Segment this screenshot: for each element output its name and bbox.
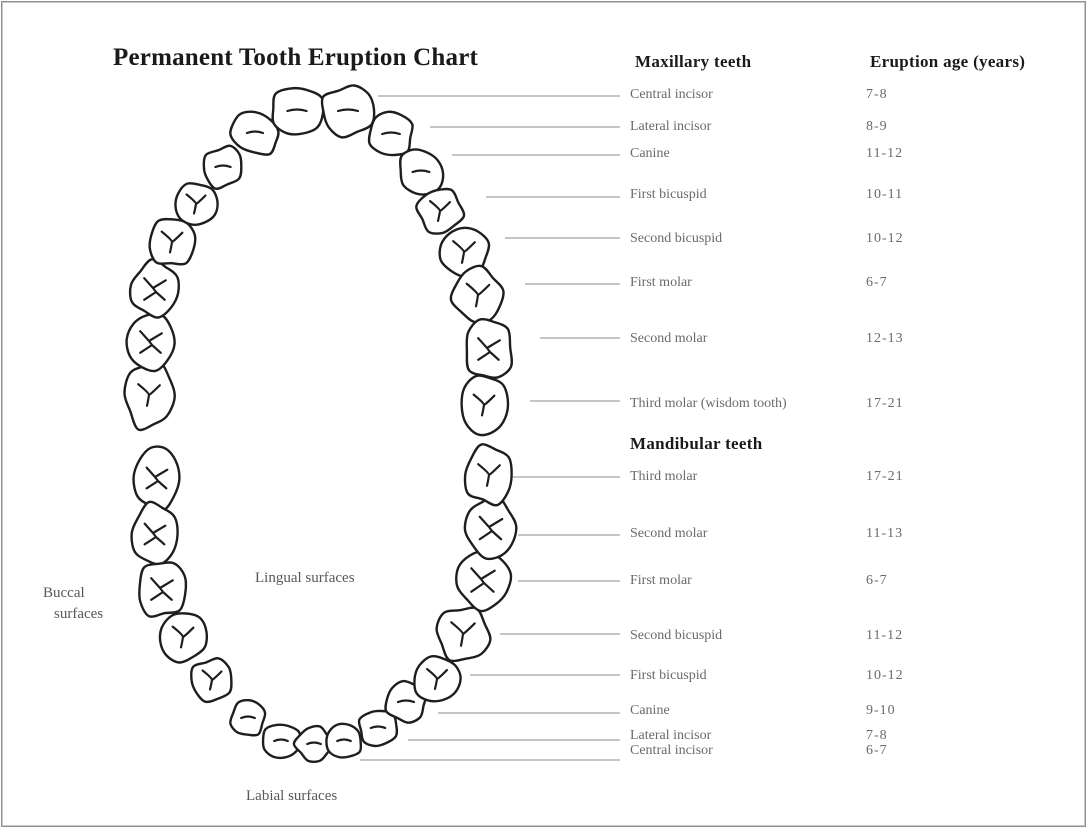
tooth — [400, 149, 443, 194]
mandibular-row-age: 7-8 — [866, 728, 888, 744]
maxillary-row-age: 17-21 — [866, 396, 904, 412]
maxillary-row-age: 7-8 — [866, 87, 888, 103]
maxillary-row-label: Second bicuspid — [630, 231, 722, 247]
tooth-outline — [139, 562, 186, 616]
buccal-label-line2: surfaces — [54, 606, 103, 623]
tooth-outline — [326, 724, 361, 758]
tooth — [132, 502, 178, 565]
maxillary-row-age: 6-7 — [866, 275, 888, 291]
mandibular-row-age: 11-12 — [866, 628, 903, 644]
maxillary-row-label: Canine — [630, 146, 670, 162]
mandibular-arch — [132, 444, 517, 761]
mandibular-row-label: Second bicuspid — [630, 628, 722, 644]
tooth — [130, 259, 179, 317]
tooth-outline — [230, 700, 265, 735]
tooth — [462, 376, 508, 435]
tooth — [456, 551, 511, 611]
tooth — [230, 700, 265, 735]
tooth-outline — [273, 88, 324, 134]
maxillary-header: Maxillary teeth — [635, 52, 751, 72]
tooth — [175, 183, 217, 225]
tooth — [139, 562, 186, 616]
mandibular-row-age: 10-12 — [866, 668, 904, 684]
mandibular-row-label: Lateral incisor — [630, 728, 711, 744]
tooth — [204, 146, 241, 189]
maxillary-row-age: 11-12 — [866, 146, 903, 162]
mandibular-row-age: 6-7 — [866, 743, 888, 759]
tooth — [160, 613, 207, 662]
tooth-outline — [467, 319, 512, 378]
mandibular-row-age: 17-21 — [866, 469, 904, 485]
maxillary-row-label: Central incisor — [630, 87, 713, 103]
tooth — [414, 656, 460, 701]
tooth — [416, 189, 464, 234]
tooth — [437, 608, 491, 661]
tooth — [191, 658, 231, 702]
tooth-outline — [230, 112, 278, 155]
tooth — [322, 85, 374, 137]
maxillary-row-label: Third molar (wisdom tooth) — [630, 396, 787, 412]
mandibular-row-age: 9-10 — [866, 703, 896, 719]
tooth — [150, 219, 196, 264]
mandibular-row-age: 11-13 — [866, 526, 903, 542]
tooth — [467, 319, 512, 378]
tooth — [465, 444, 512, 505]
mandibular-row-age: 6-7 — [866, 573, 888, 589]
mandibular-header: Mandibular teeth — [630, 434, 762, 454]
mandibular-row-label: Canine — [630, 703, 670, 719]
mandibular-row-label: Second molar — [630, 526, 707, 542]
maxillary-row-label: Second molar — [630, 331, 707, 347]
tooth — [273, 88, 324, 134]
maxillary-arch — [124, 85, 511, 435]
tooth-outline — [322, 85, 374, 137]
maxillary-row-age: 8-9 — [866, 119, 888, 135]
tooth — [134, 447, 180, 511]
lingual-label: Lingual surfaces — [255, 570, 355, 587]
eruption-age-header: Eruption age (years) — [870, 52, 1025, 72]
tooth-outline — [204, 146, 241, 189]
tooth — [465, 496, 516, 559]
mandibular-row-label: Third molar — [630, 469, 697, 485]
tooth-outline — [400, 149, 443, 194]
maxillary-row-age: 10-11 — [866, 187, 903, 203]
maxillary-row-label: First bicuspid — [630, 187, 707, 203]
maxillary-row-age: 12-13 — [866, 331, 904, 347]
mandibular-row-label: First molar — [630, 573, 692, 589]
maxillary-row-age: 10-12 — [866, 231, 904, 247]
buccal-label-line1: Buccal — [43, 585, 85, 602]
maxillary-row-label: First molar — [630, 275, 692, 291]
tooth — [326, 724, 361, 758]
maxillary-row-label: Lateral incisor — [630, 119, 711, 135]
tooth — [230, 112, 278, 155]
mandibular-row-label: First bicuspid — [630, 668, 707, 684]
labial-label: Labial surfaces — [246, 788, 337, 805]
tooth — [127, 314, 175, 371]
chart-title: Permanent Tooth Eruption Chart — [113, 44, 478, 72]
tooth — [369, 112, 413, 155]
mandibular-row-label: Central incisor — [630, 743, 713, 759]
